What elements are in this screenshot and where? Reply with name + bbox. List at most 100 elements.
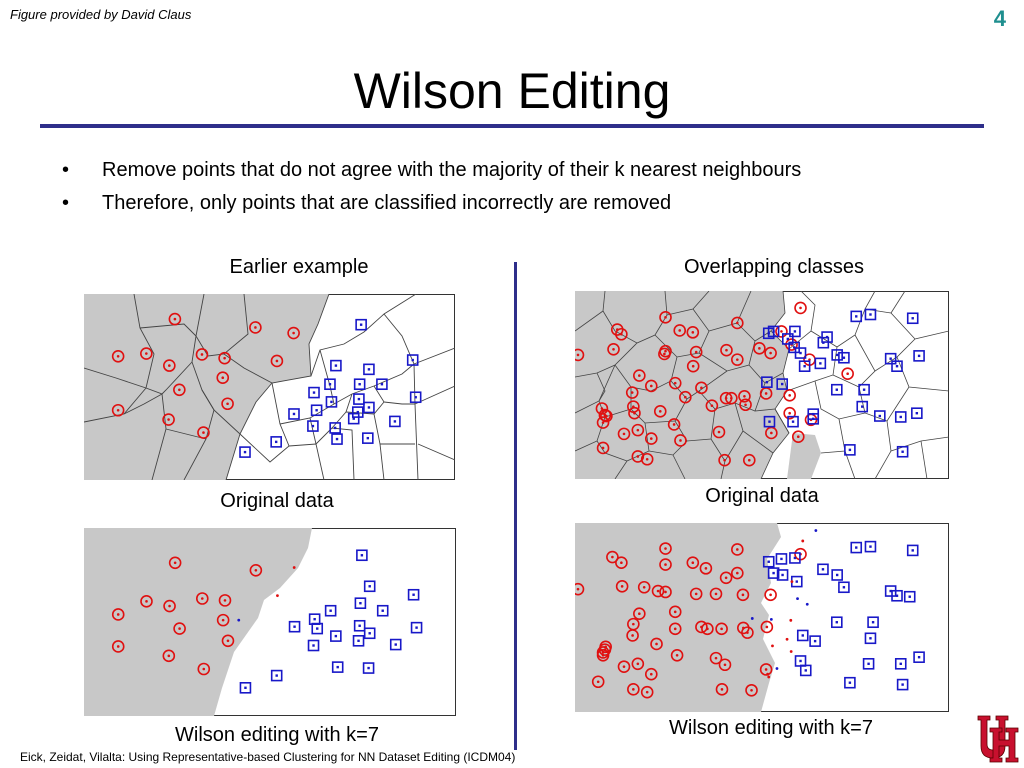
blue-class-point [363, 401, 375, 414]
red-class-point-center [611, 555, 614, 559]
red-class-point-center [694, 592, 698, 596]
red-class-point-center [200, 353, 204, 356]
blue-class-point-center [848, 681, 852, 684]
red-class-point [745, 683, 758, 697]
red-class-point-center [116, 355, 120, 358]
red-class-point-center [796, 435, 800, 438]
red-class-point-center [714, 592, 718, 596]
blue-class-point-center [765, 380, 769, 384]
blue-class-point-center [855, 315, 858, 318]
blue-class-point-center [895, 365, 899, 368]
red-class-point-center [684, 395, 687, 399]
blue-class-point [389, 638, 402, 651]
blue-class-point [288, 408, 300, 420]
red-class-point [140, 347, 153, 360]
red-class-point [673, 324, 687, 337]
blue-class-point-center [917, 354, 921, 358]
red-class-point [759, 663, 773, 676]
blue-class-point-center [334, 364, 338, 367]
red-class-point [760, 620, 774, 634]
blue-class-point-center [803, 365, 806, 368]
blue-class-point [858, 383, 870, 396]
red-class-point-center [221, 618, 225, 622]
removed-red-point [766, 672, 770, 676]
bullet-dot: • [62, 159, 70, 181]
red-class-point [783, 389, 796, 402]
blue-class-point [325, 396, 338, 408]
blue-class-point-center [328, 383, 332, 386]
blue-class-point [776, 569, 789, 581]
blue-class-point [796, 629, 809, 642]
blue-class-point [331, 661, 344, 673]
red-class-point-center [167, 654, 171, 658]
blue-class-point [324, 604, 337, 617]
red-class-point [218, 594, 232, 607]
red-class-point-center [780, 330, 783, 333]
red-class-point-center [275, 359, 279, 363]
blue-class-point-center [414, 396, 417, 399]
red-class-point [644, 667, 658, 681]
blue-class-point-center [804, 669, 807, 672]
red-class-point [659, 311, 672, 324]
red-class-point [715, 683, 729, 696]
red-class-point [168, 312, 182, 326]
red-class-point-center [678, 329, 682, 332]
blue-class-point-center [772, 571, 775, 575]
red-class-point [775, 325, 788, 338]
red-class-point [626, 629, 639, 642]
removed-blue-point [796, 597, 799, 600]
red-class-point-center [764, 392, 768, 395]
red-class-point [628, 406, 641, 420]
red-class-point-center [730, 396, 733, 400]
red-class-point-center [202, 431, 205, 434]
red-class-point-center [636, 455, 640, 458]
blue-class-point-center [781, 573, 784, 577]
blue-class-point-center [908, 595, 911, 598]
right-heading: Overlapping classes [683, 256, 865, 278]
blue-class-point [356, 549, 368, 562]
blue-class-point-center [330, 400, 333, 404]
removed-red-point [292, 566, 296, 569]
red-class-point-center [173, 561, 177, 565]
blue-class-point-center [819, 362, 822, 365]
red-class-point-center [620, 332, 623, 336]
red-class-point [670, 649, 684, 662]
red-class-point-center [622, 432, 626, 436]
blue-class-point-center [917, 655, 921, 659]
blue-class-point [270, 669, 283, 682]
red-class-point-center [292, 331, 295, 335]
blue-class-point-center [359, 323, 363, 326]
red-class-point [741, 626, 754, 639]
blue-class-point [288, 620, 301, 633]
removed-red-point [789, 618, 793, 622]
red-class-point [596, 416, 610, 429]
red-class-point [644, 432, 658, 445]
blue-class-point-center [393, 420, 397, 423]
blue-class-point-center [835, 573, 839, 577]
blue-class-point [906, 312, 919, 325]
red-class-point-center [770, 431, 773, 435]
red-class-point-center [145, 600, 148, 603]
blue-class-point-center [274, 440, 278, 444]
blue-class-point-center [901, 683, 904, 686]
blue-class-point-center [812, 417, 815, 421]
red-class-point-center [679, 439, 682, 442]
red-class-point [575, 348, 585, 362]
blue-class-point [351, 406, 364, 418]
blue-class-point-center [334, 634, 338, 638]
red-class-point-center [622, 665, 626, 668]
red-class-point [718, 658, 732, 672]
red-class-point [659, 558, 672, 571]
red-class-point-center [167, 418, 170, 421]
red-class-point [111, 640, 125, 653]
red-class-point-center [673, 610, 677, 614]
blue-class-point [903, 590, 916, 603]
red-class-point [216, 371, 230, 384]
blue-class-point-center [336, 665, 339, 669]
red-class-point [600, 409, 613, 423]
red-class-point-center [612, 347, 615, 351]
blue-class-point-center [359, 602, 362, 605]
red-class-point-center [633, 411, 636, 415]
blue-class-point-center [895, 594, 899, 597]
blue-class-point-center [786, 337, 790, 341]
